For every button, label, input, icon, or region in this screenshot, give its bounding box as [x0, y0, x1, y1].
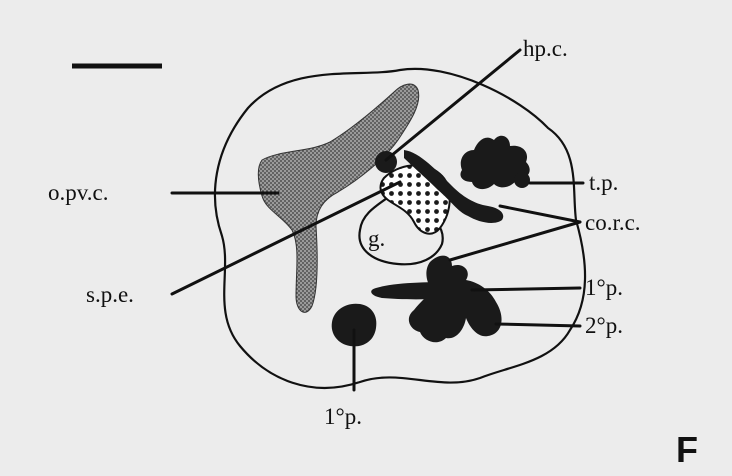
leader-corc-a — [500, 206, 580, 222]
label-p2: 2°p. — [585, 313, 623, 338]
leader-p1-right — [472, 288, 580, 290]
leader-corc-b — [450, 222, 580, 260]
label-corc: co.r.c. — [585, 210, 641, 235]
label-g: g. — [368, 226, 385, 251]
leader-p2 — [496, 324, 580, 326]
label-opvc: o.pv.c. — [48, 180, 108, 205]
label-tp: t.p. — [589, 170, 618, 195]
label-p1-bottom: 1°p. — [324, 404, 362, 429]
label-spe: s.p.e. — [86, 282, 134, 307]
panel-letter: F — [676, 429, 698, 470]
label-p1-right: 1°p. — [585, 275, 623, 300]
label-hpc: hp.c. — [523, 36, 568, 61]
tp-tip — [514, 172, 530, 188]
